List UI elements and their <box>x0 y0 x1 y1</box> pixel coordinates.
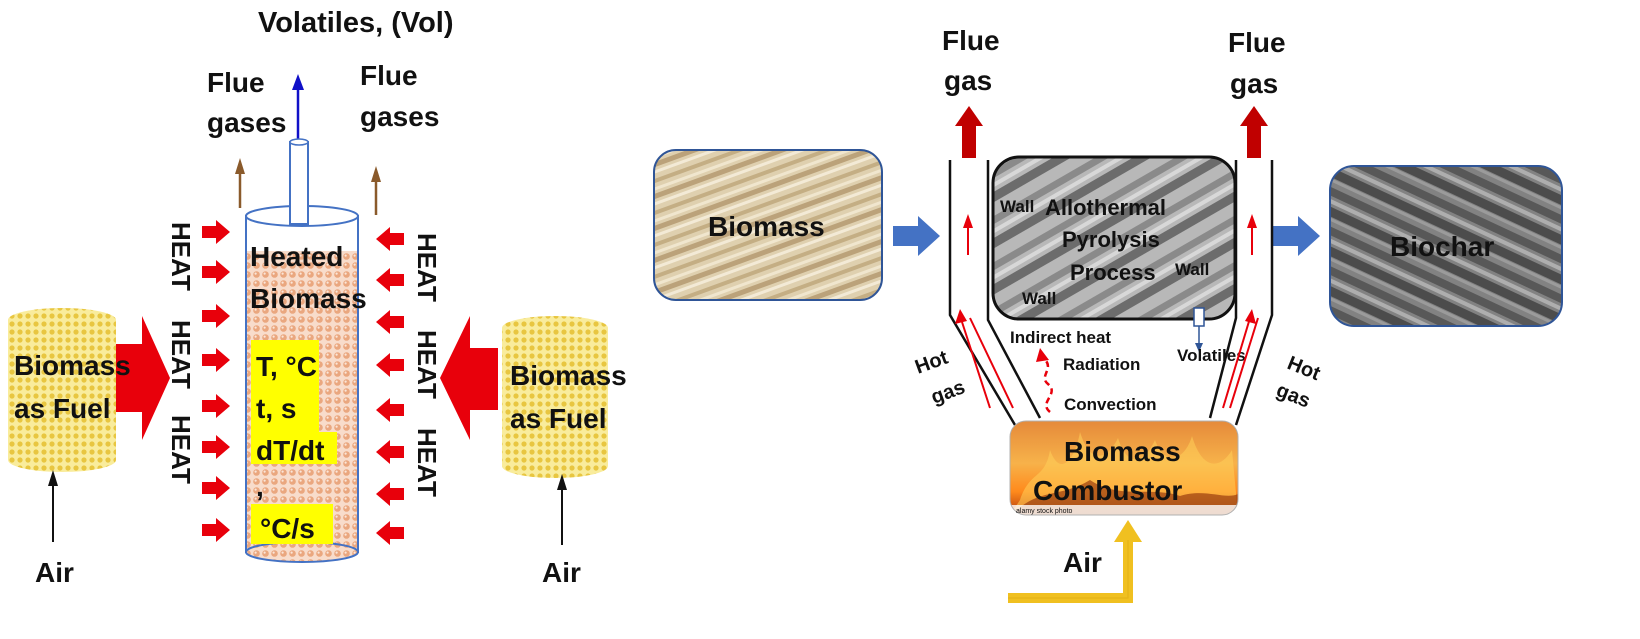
left-panel: Volatiles, (Vol) Flue gases Flue gases <box>8 7 627 588</box>
hot-gas-right-line1: Hot <box>1284 352 1323 385</box>
hot-gas-left-line1: Hot <box>912 347 951 379</box>
wall-label-3: Wall <box>1022 289 1056 308</box>
flue-gases-left-line1: Flue <box>207 67 265 98</box>
flue-gas-left-line2: gas <box>944 65 992 96</box>
heat-transfer-wavy-arrow <box>1036 348 1053 413</box>
flue-gas-arrow-right <box>1240 106 1268 158</box>
heat-label-left-1: HEAT <box>166 222 196 291</box>
process-line2: Pyrolysis <box>1062 227 1160 252</box>
air-arrow-right <box>557 474 567 545</box>
indirect-heat-label: Indirect heat <box>1010 328 1111 347</box>
flue-gases-left-line2: gases <box>207 107 286 138</box>
biochar-out-arrow <box>1272 216 1320 256</box>
fuel-right-line2: as Fuel <box>510 403 606 434</box>
fuel-cylinder-left <box>8 308 116 472</box>
air-label-combustor: Air <box>1063 547 1102 578</box>
flue-gases-right-line2: gases <box>360 101 439 132</box>
hot-gas-arrowheads <box>955 214 1257 324</box>
hot-gas-arrows <box>961 225 1259 409</box>
param-unit: °C/s <box>260 513 315 544</box>
right-panel: Biomass Biochar Allothermal <box>653 25 1563 603</box>
convection-label: Convection <box>1064 395 1157 414</box>
air-inlet-arrow <box>1008 520 1142 603</box>
hot-gas-left-line2: gas <box>928 376 968 408</box>
heat-label-left-2: HEAT <box>166 320 196 389</box>
param-temperature: T, °C <box>256 351 317 382</box>
biomass-feed-arrow <box>893 216 940 256</box>
process-line1: Allothermal <box>1045 195 1166 220</box>
radiation-label: Radiation <box>1063 355 1140 374</box>
combustor-image <box>1009 420 1239 516</box>
big-heat-arrow-right <box>440 316 498 440</box>
heat-label-right-2: HEAT <box>412 330 442 399</box>
wall-label-2: Wall <box>1175 260 1209 279</box>
heat-label-left-3: HEAT <box>166 415 196 484</box>
flue-gas-left-line1: Flue <box>942 25 1000 56</box>
reactor-label-line2: Biomass <box>250 283 367 314</box>
volatiles-outlet <box>1193 307 1205 352</box>
param-comma: , <box>256 471 264 502</box>
fuel-right-line1: Biomass <box>510 360 627 391</box>
flue-arrow-right <box>371 166 381 215</box>
fuel-left-line2: as Fuel <box>14 393 110 424</box>
volatiles-up-arrow <box>292 74 304 142</box>
wall-label-1: Wall <box>1000 197 1034 216</box>
flue-arrow-left <box>235 158 245 208</box>
heat-arrows-left <box>202 220 230 542</box>
fuel-left-line1: Biomass <box>14 350 131 381</box>
flue-gas-arrow-left <box>955 106 983 158</box>
biomass-image-box <box>653 149 883 301</box>
parameter-highlight <box>251 340 337 544</box>
flue-gas-right-line2: gas <box>1230 68 1278 99</box>
air-label-right: Air <box>542 557 581 588</box>
biochar-image-box <box>1329 165 1563 327</box>
reactor-label-line1: Heated <box>250 241 343 272</box>
flue-gases-right-line1: Flue <box>360 60 418 91</box>
big-heat-arrow-left <box>113 316 170 440</box>
param-time: t, s <box>256 393 296 424</box>
volatiles-title: Volatiles, (Vol) <box>258 7 454 39</box>
biochar-box-label: Biochar <box>1390 231 1494 262</box>
param-heating-rate: dT/dt <box>256 435 324 466</box>
combustor-line2: Combustor <box>1033 475 1182 506</box>
pyrolysis-chamber <box>991 155 1237 321</box>
fuel-cylinder-right <box>502 316 608 478</box>
air-arrow-left <box>48 470 58 542</box>
volatiles-label: Volatiles <box>1177 346 1246 365</box>
combustor-watermark: alamy stock photo <box>1016 508 1073 515</box>
process-line3: Process <box>1070 260 1156 285</box>
heat-label-right-3: HEAT <box>412 428 442 497</box>
heat-label-right-1: HEAT <box>412 233 442 302</box>
biomass-box-label: Biomass <box>708 211 825 242</box>
air-label-left: Air <box>35 557 74 588</box>
heat-arrows-right <box>376 227 404 545</box>
hot-gas-right-line2: gas <box>1273 379 1313 412</box>
flue-gas-right-line1: Flue <box>1228 27 1286 58</box>
combustor-line1: Biomass <box>1064 436 1181 467</box>
